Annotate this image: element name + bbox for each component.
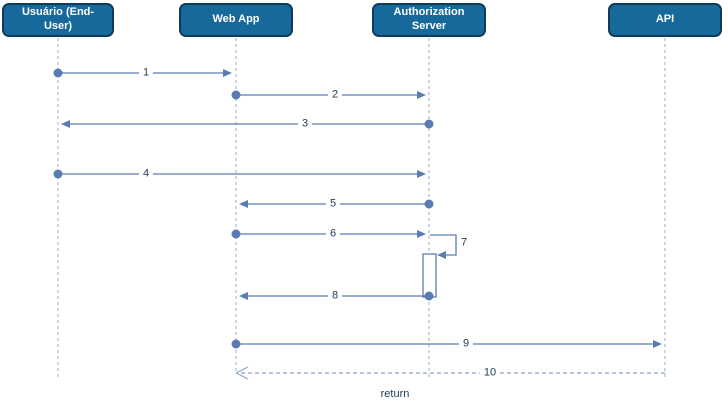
- message-4-label: 4: [138, 168, 154, 180]
- activation-bar: [422, 253, 437, 298]
- message-1-label: 1: [138, 67, 154, 79]
- message-5-label: 5: [325, 198, 341, 210]
- actor-api: API: [608, 3, 722, 37]
- message-3-arrow: [61, 119, 434, 129]
- message-8-label: 8: [327, 290, 343, 302]
- return-label: return: [380, 388, 410, 400]
- message-10-label: 10: [479, 367, 501, 379]
- message-4-arrow: [53, 169, 426, 179]
- message-6-label: 6: [325, 228, 341, 240]
- message-9-arrow: [231, 339, 662, 349]
- message-2-arrow: [231, 90, 426, 100]
- message-6-arrow: [231, 229, 426, 239]
- message-2-label: 2: [327, 89, 343, 101]
- actor-authorization-server: Authorization Server: [372, 3, 486, 37]
- message-3-label: 3: [297, 118, 313, 130]
- message-7-label: 7: [460, 236, 468, 249]
- message-10-return-arrow: [235, 366, 665, 380]
- message-9-label: 9: [458, 338, 474, 350]
- message-7-self-arrow: [430, 234, 457, 259]
- actor-web-app: Web App: [179, 3, 293, 37]
- actor-usuario-end-user: Usuário (End-User): [2, 3, 114, 37]
